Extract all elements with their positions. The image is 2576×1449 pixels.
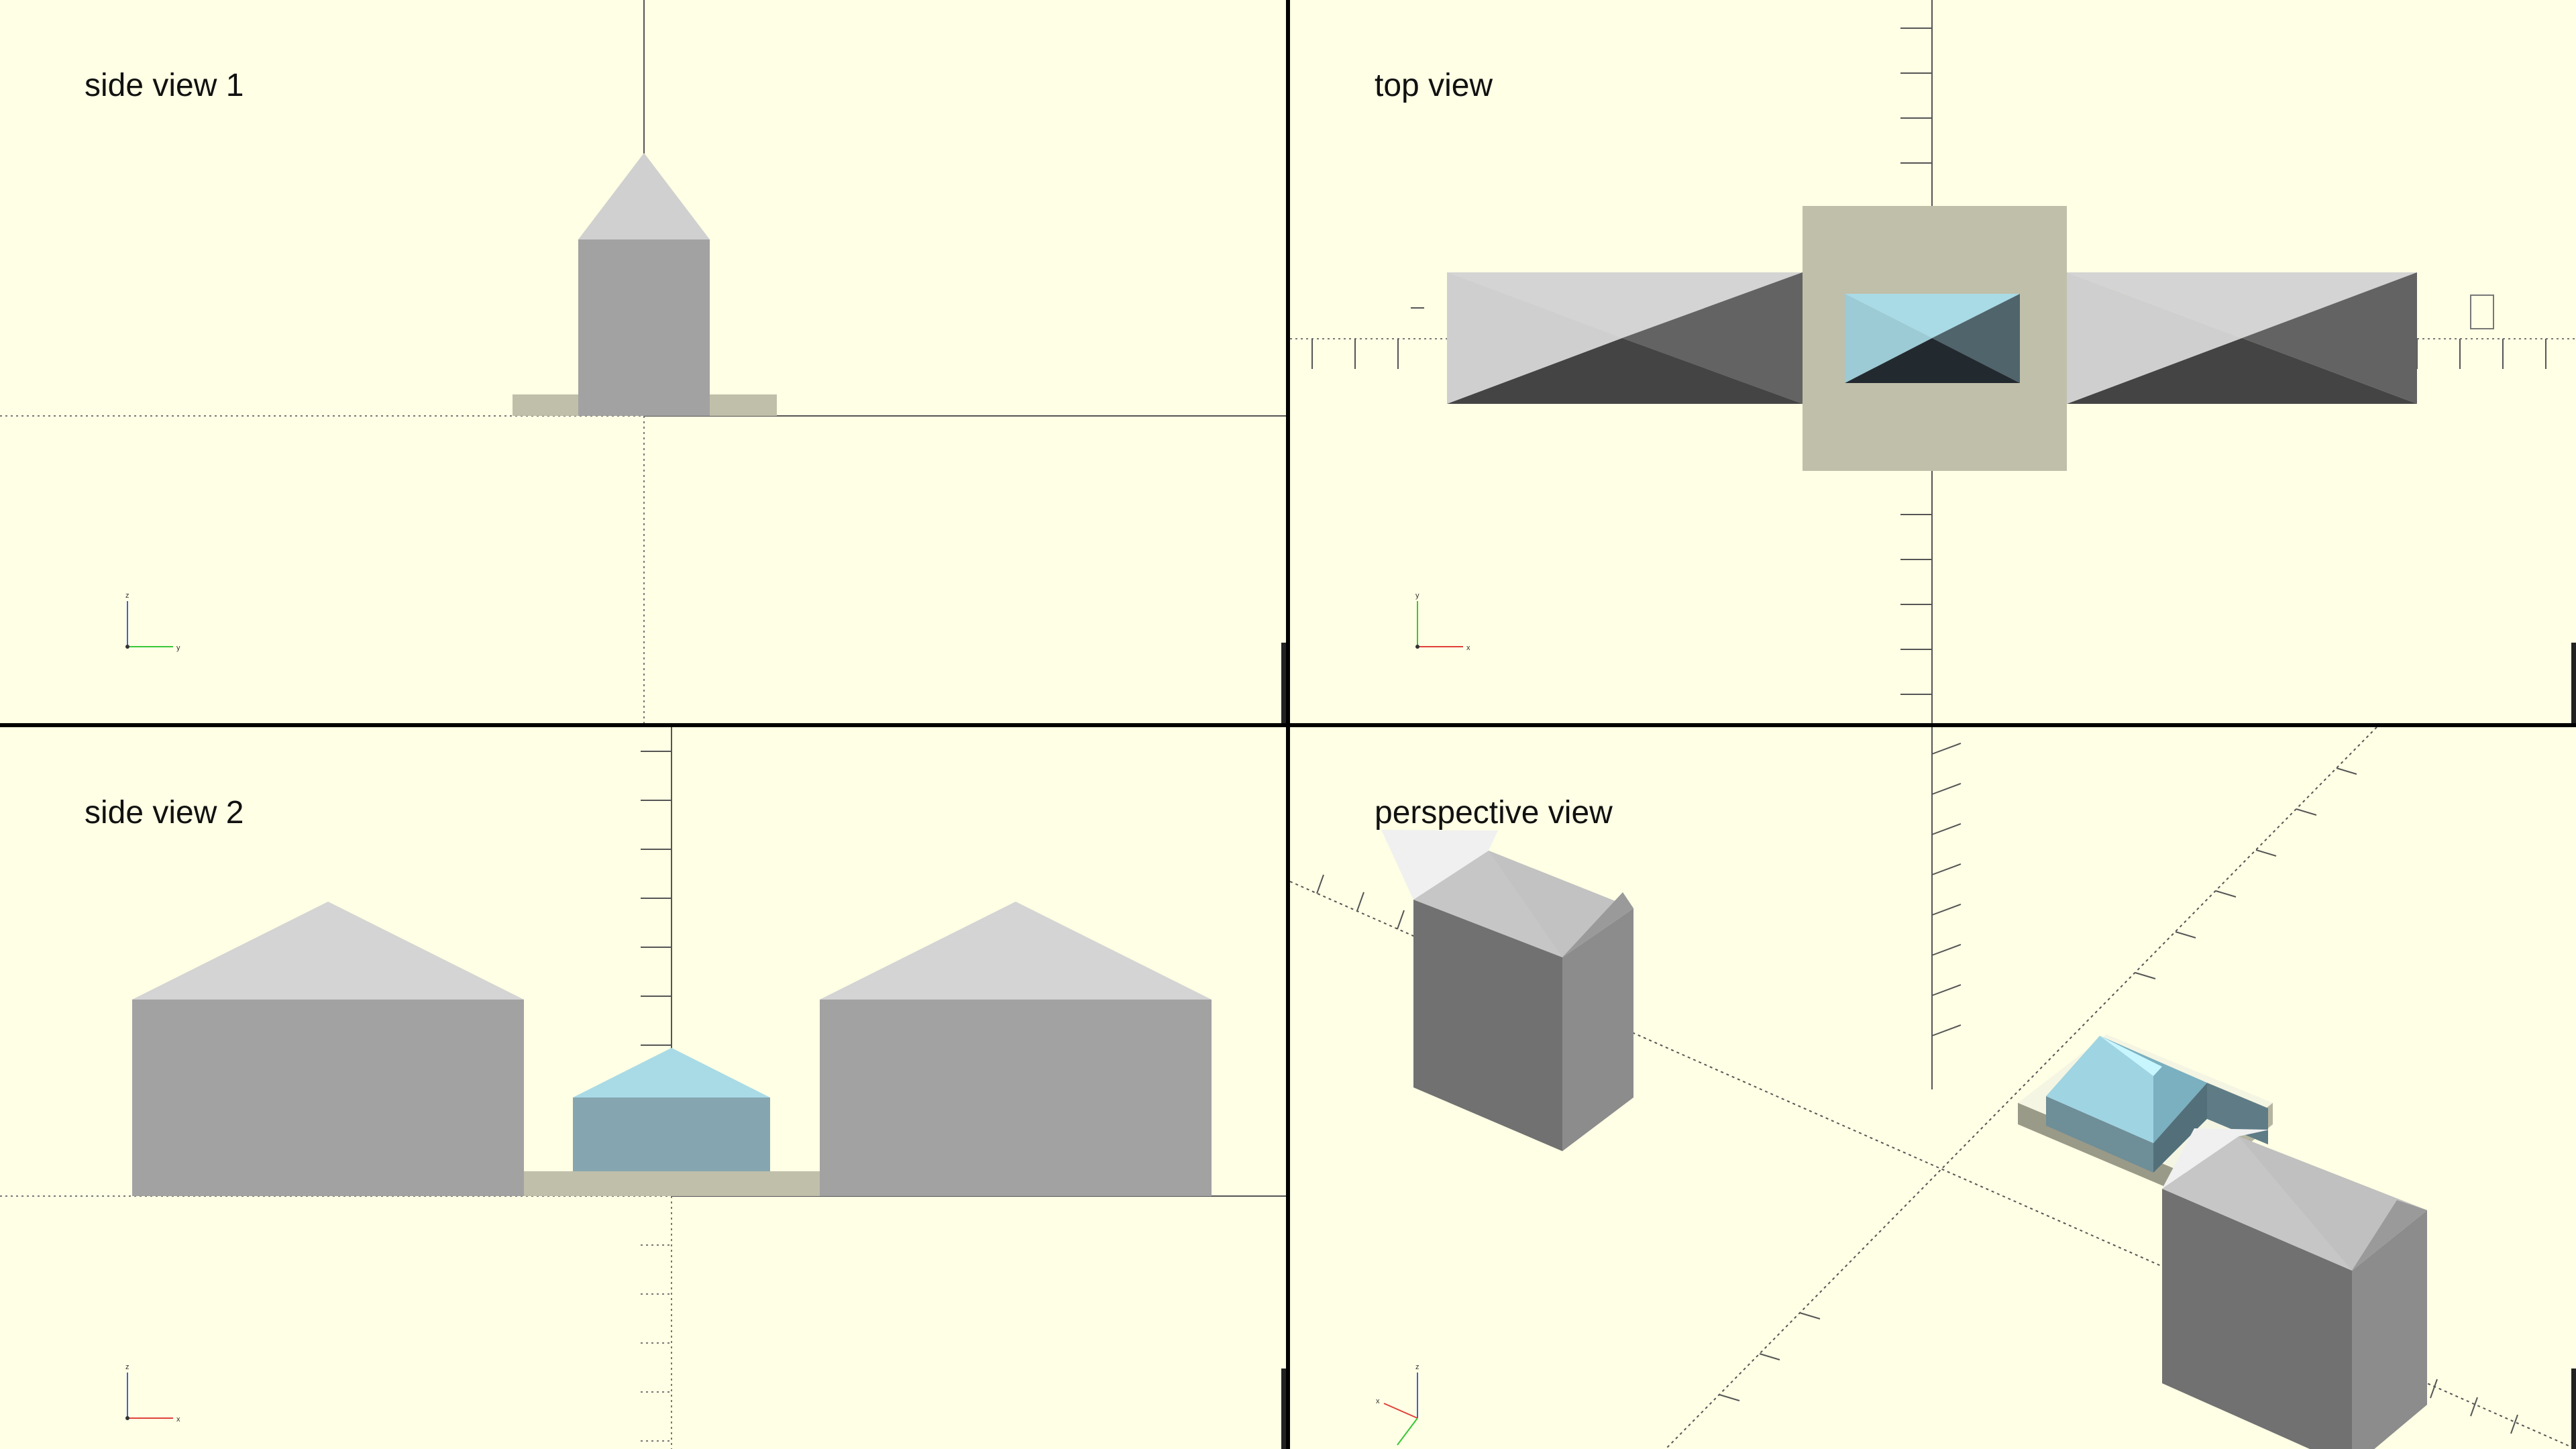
top-view-scene: y x: [1290, 0, 2576, 723]
axis-triad: [1415, 601, 1463, 649]
right-building-roof: [820, 902, 1212, 1000]
view-label: side view 1: [85, 68, 244, 103]
building-wall: [578, 239, 710, 416]
side-view-1-scene: z y: [0, 0, 1286, 723]
triad-y-label: y: [1415, 592, 1419, 600]
triad-x-label: x: [176, 1415, 180, 1424]
perspective-view-scene: z x: [1290, 727, 2576, 1449]
z-axis-ticks: [1931, 743, 1962, 1036]
triad-z-label: z: [125, 1363, 129, 1371]
left-building-wall: [132, 1000, 524, 1196]
scroll-marker: [2571, 643, 2576, 723]
y-axis-ticks: [1719, 767, 2357, 1401]
viewport-perspective-view[interactable]: z x perspective view: [1290, 727, 2576, 1449]
side-view-2-scene: z x: [0, 727, 1286, 1449]
left-building-roof: [132, 902, 524, 1000]
viewport-side-view-1[interactable]: z y side view 1: [0, 0, 1286, 723]
scroll-marker: [2571, 1368, 2576, 1449]
view-label: top view: [1375, 68, 1493, 103]
glass-building: [2046, 1036, 2268, 1173]
triad-z-label: z: [125, 592, 129, 600]
glass-building-wall: [573, 1097, 770, 1171]
triad-y-label: y: [176, 644, 180, 652]
glass-building-roof: [1845, 294, 2020, 383]
glass-building-roof: [573, 1048, 770, 1097]
view-label: perspective view: [1375, 795, 1613, 830]
x-axis-ticks: [1316, 874, 2518, 1434]
base-plate: [524, 1171, 820, 1196]
scroll-marker: [1281, 1368, 1286, 1449]
right-building: [2162, 1128, 2427, 1449]
triad-x-label: x: [1466, 644, 1470, 652]
axis-number-glyph: [2470, 294, 2494, 329]
view-label: side view 2: [85, 795, 244, 830]
left-building-roof: [1447, 272, 1803, 404]
scroll-marker: [1281, 643, 1286, 723]
right-building-wall: [820, 1000, 1212, 1196]
triad-z-label: z: [1415, 1363, 1419, 1371]
z-axis-negative-ticks: [641, 1244, 672, 1442]
triad-x-label: x: [1376, 1397, 1380, 1405]
viewport-top-view[interactable]: y x top view: [1290, 0, 2576, 723]
axis-triad: [1383, 1373, 1418, 1446]
viewport-side-view-2[interactable]: z x side view 2: [0, 727, 1286, 1449]
axis-triad: [125, 601, 173, 649]
building-roof: [578, 153, 710, 239]
axis-triad: [125, 1373, 173, 1420]
right-building-roof: [2067, 272, 2417, 404]
left-building: [1381, 830, 1633, 1151]
